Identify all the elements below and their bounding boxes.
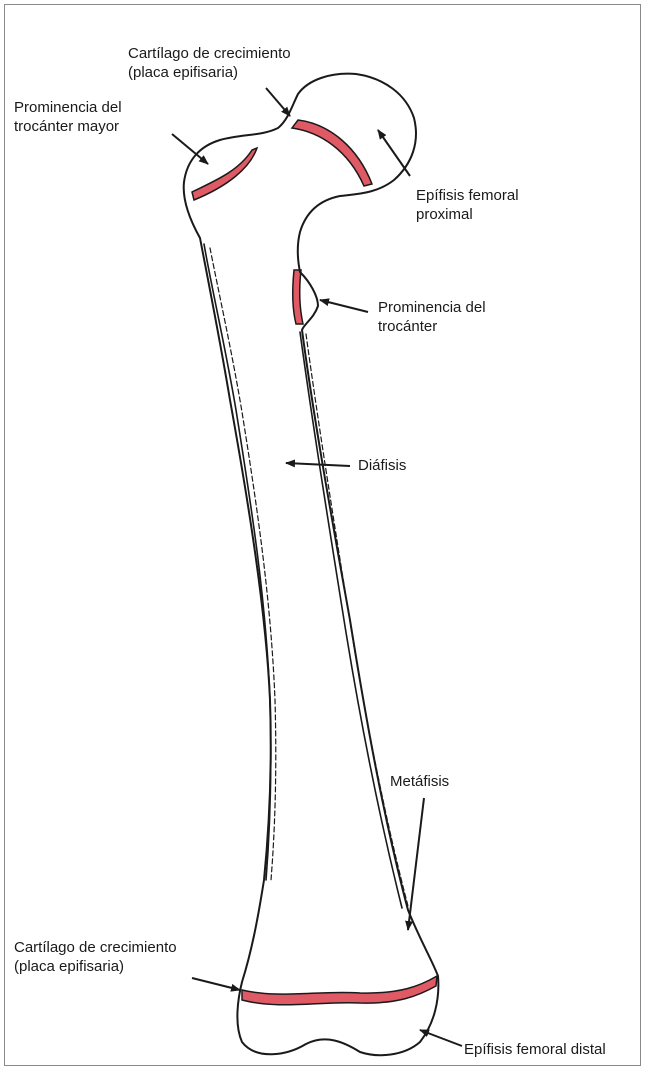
label-diaphysis: Diáfisis xyxy=(358,456,406,475)
label-greater-trochanter-line1: Prominencia del xyxy=(14,98,122,117)
label-diaphysis-line1: Diáfisis xyxy=(358,456,406,475)
label-distal-epiphysis: Epífisis femoral distal xyxy=(464,1040,606,1059)
femur-lateral-cortex-line-2 xyxy=(306,334,408,906)
label-lesser-trochanter: Prominencia del trocánter xyxy=(378,298,486,336)
label-proximal-epiphysis-line2: proximal xyxy=(416,205,519,224)
label-growth-plate-top-line1: Cartílago de crecimiento xyxy=(128,44,291,63)
arrow-metaphysis xyxy=(408,798,424,930)
label-growth-plate-bottom-line1: Cartílago de crecimiento xyxy=(14,938,177,957)
label-metaphysis-line1: Metáfisis xyxy=(390,772,449,791)
femur-medial-cortex-line xyxy=(204,244,271,880)
arrow-diaphysis xyxy=(286,463,350,466)
arrow-growth-plate-top xyxy=(266,88,290,116)
label-metaphysis: Metáfisis xyxy=(390,772,449,791)
femoral-head-growth-plate xyxy=(292,120,372,186)
arrow-growth-plate-bottom xyxy=(192,978,240,990)
label-distal-epiphysis-line1: Epífisis femoral distal xyxy=(464,1040,606,1059)
lesser-trochanter-growth-plate xyxy=(293,270,303,324)
femur-outer-contour xyxy=(184,74,439,1055)
label-growth-plate-top: Cartílago de crecimiento (placa epifisar… xyxy=(128,44,291,82)
label-proximal-epiphysis: Epífisis femoral proximal xyxy=(416,186,519,224)
leader-arrows xyxy=(172,88,462,1046)
greater-trochanter-growth-plate xyxy=(192,148,257,200)
label-growth-plate-bottom: Cartílago de crecimiento (placa epifisar… xyxy=(14,938,177,976)
label-lesser-trochanter-line1: Prominencia del xyxy=(378,298,486,317)
label-growth-plate-top-line2: (placa epifisaria) xyxy=(128,63,291,82)
distal-growth-plate xyxy=(242,976,437,1005)
label-lesser-trochanter-line2: trocánter xyxy=(378,317,486,336)
femur-outline xyxy=(184,74,439,1055)
label-greater-trochanter: Prominencia del trocánter mayor xyxy=(14,98,122,136)
growth-plate-bands xyxy=(192,120,437,1005)
arrow-distal-epiphysis xyxy=(420,1030,462,1046)
arrow-lesser-trochanter xyxy=(320,300,368,312)
arrow-proximal-epiphysis xyxy=(378,130,410,176)
label-proximal-epiphysis-line1: Epífisis femoral xyxy=(416,186,519,205)
label-greater-trochanter-line2: trocánter mayor xyxy=(14,117,122,136)
label-growth-plate-bottom-line2: (placa epifisaria) xyxy=(14,957,177,976)
